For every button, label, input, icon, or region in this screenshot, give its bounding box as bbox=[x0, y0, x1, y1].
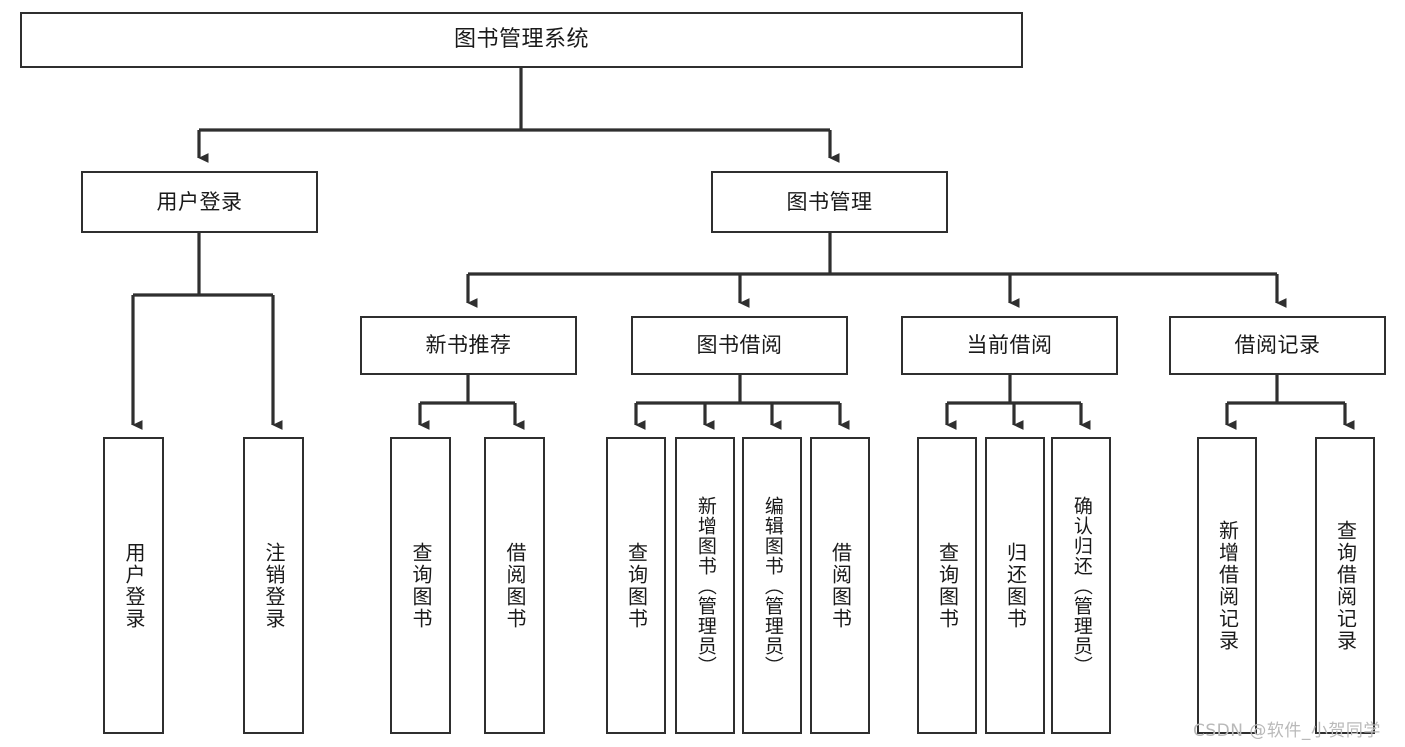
watermark-csdn: CSDN @软件_小贺同学 bbox=[1193, 721, 1381, 741]
node-user-login[interactable]: 用户登录 bbox=[81, 171, 318, 233]
node-label: 确认归还（管理员） bbox=[1070, 495, 1093, 676]
node-root-system[interactable]: 图书管理系统 bbox=[20, 12, 1023, 68]
node-label: 图书借阅 bbox=[696, 333, 783, 358]
node-label: 用户登录 bbox=[122, 541, 146, 630]
node-label: 归还图书 bbox=[1003, 541, 1028, 630]
leaf-recommend-query-book[interactable]: 查询图书 bbox=[390, 437, 451, 734]
node-label: 借阅图书 bbox=[828, 541, 853, 630]
node-label: 注销登录 bbox=[262, 541, 286, 630]
node-book-management[interactable]: 图书管理 bbox=[711, 171, 948, 233]
node-label: 图书管理系统 bbox=[453, 27, 589, 53]
leaf-current-confirm-return-admin[interactable]: 确认归还（管理员） bbox=[1051, 437, 1111, 734]
node-label: 新书推荐 bbox=[425, 333, 512, 358]
leaf-borrow-add-book-admin[interactable]: 新增图书（管理员） bbox=[675, 437, 735, 734]
node-label: 借阅图书 bbox=[503, 541, 527, 630]
node-borrow-records[interactable]: 借阅记录 bbox=[1169, 316, 1386, 375]
leaf-current-return-book[interactable]: 归还图书 bbox=[985, 437, 1045, 734]
node-label: 查询图书 bbox=[935, 541, 960, 630]
node-label: 新增借阅记录 bbox=[1215, 519, 1240, 652]
leaf-records-add-record[interactable]: 新增借阅记录 bbox=[1197, 437, 1257, 734]
node-label: 查询图书 bbox=[624, 541, 649, 630]
node-label: 查询借阅记录 bbox=[1333, 519, 1358, 652]
node-current-borrow[interactable]: 当前借阅 bbox=[901, 316, 1118, 375]
node-new-book-recommend[interactable]: 新书推荐 bbox=[360, 316, 577, 375]
leaf-recommend-borrow-book[interactable]: 借阅图书 bbox=[484, 437, 545, 734]
leaf-user-login-signin[interactable]: 用户登录 bbox=[103, 437, 164, 734]
leaf-borrow-query-book[interactable]: 查询图书 bbox=[606, 437, 666, 734]
node-label: 当前借阅 bbox=[966, 333, 1053, 358]
node-label: 编辑图书（管理员） bbox=[761, 495, 784, 676]
leaf-records-query-record[interactable]: 查询借阅记录 bbox=[1315, 437, 1375, 734]
node-label: 借阅记录 bbox=[1234, 333, 1321, 358]
leaf-user-login-signout[interactable]: 注销登录 bbox=[243, 437, 304, 734]
node-label: 用户登录 bbox=[156, 189, 243, 214]
node-label: 图书管理 bbox=[786, 189, 873, 214]
leaf-borrow-borrow-book[interactable]: 借阅图书 bbox=[810, 437, 870, 734]
node-label: 查询图书 bbox=[409, 541, 433, 630]
node-label: 新增图书（管理员） bbox=[694, 495, 717, 676]
leaf-borrow-edit-book-admin[interactable]: 编辑图书（管理员） bbox=[742, 437, 802, 734]
leaf-current-query-book[interactable]: 查询图书 bbox=[917, 437, 977, 734]
node-book-borrow[interactable]: 图书借阅 bbox=[631, 316, 848, 375]
